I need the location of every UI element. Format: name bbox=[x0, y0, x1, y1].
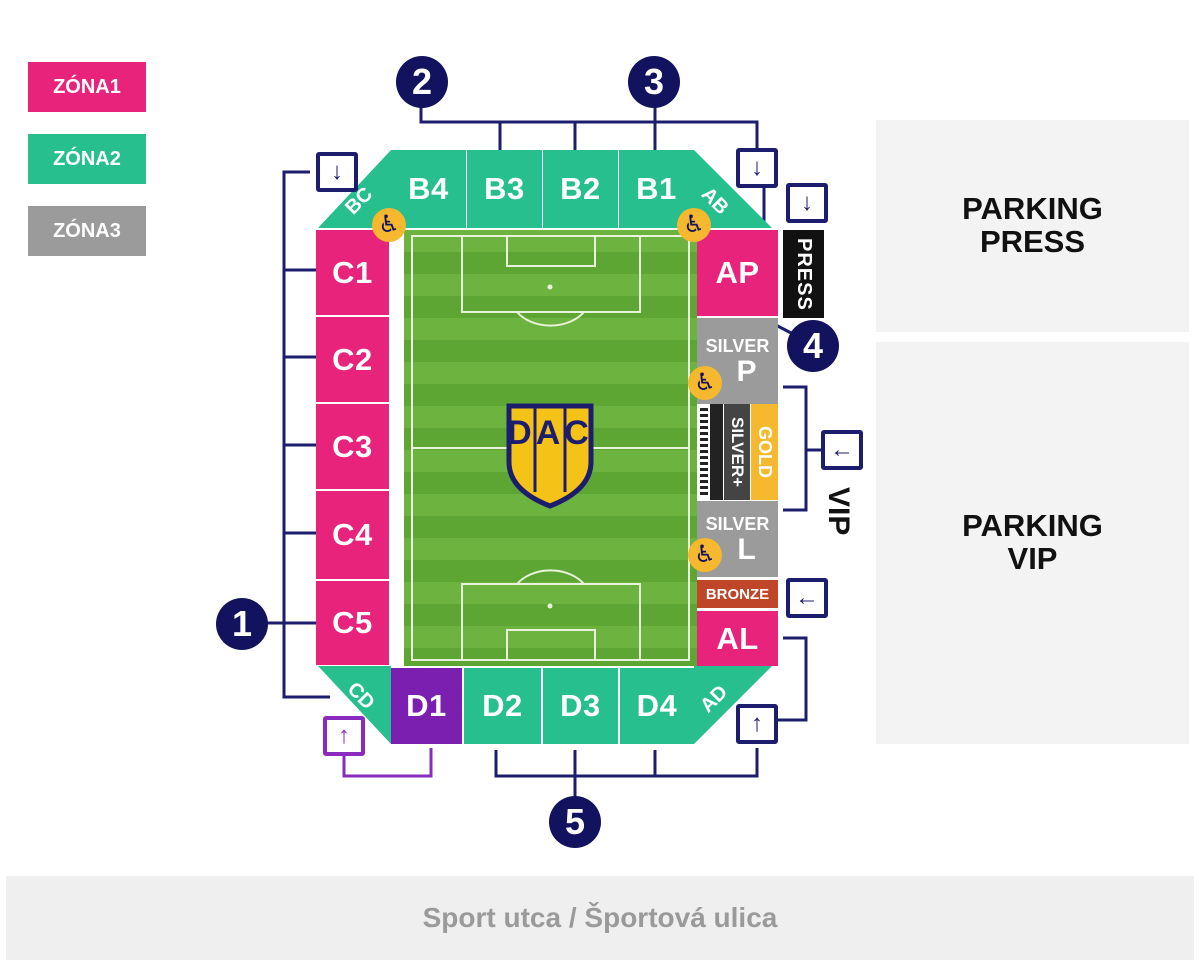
entry-arrow-icon[interactable]: ← bbox=[821, 430, 863, 470]
entry-arrow-icon[interactable]: ↑ bbox=[736, 704, 778, 744]
section-d2[interactable]: D2 bbox=[464, 668, 541, 744]
gate-3[interactable]: 3 bbox=[628, 56, 680, 108]
entry-arrow-icon[interactable]: ↓ bbox=[736, 148, 778, 188]
section-c5[interactable]: C5 bbox=[316, 581, 389, 665]
vip-seats-dark bbox=[710, 404, 723, 500]
wheelchair-icon: ♿ bbox=[688, 538, 722, 572]
section-ab[interactable] bbox=[694, 150, 774, 230]
section-b2[interactable]: B2 bbox=[543, 150, 618, 228]
club-crest-text: DAC bbox=[507, 414, 593, 452]
section-al[interactable]: AL bbox=[697, 611, 778, 666]
section-press[interactable]: PRESS bbox=[783, 230, 824, 318]
gate-1[interactable]: 1 bbox=[216, 598, 268, 650]
wheelchair-icon: ♿ bbox=[372, 208, 406, 242]
section-b4[interactable]: B4 bbox=[391, 150, 466, 228]
parking-press[interactable]: PARKING PRESS bbox=[876, 120, 1189, 332]
section-c2[interactable]: C2 bbox=[316, 317, 389, 402]
gate-4[interactable]: 4 bbox=[787, 320, 839, 372]
section-silver-l-bottom: L bbox=[737, 532, 756, 566]
wheelchair-icon: ♿ bbox=[677, 208, 711, 242]
section-silver-p-top: SILVER bbox=[705, 335, 770, 356]
entry-arrow-icon[interactable]: ↓ bbox=[786, 183, 828, 223]
section-d4[interactable]: D4 bbox=[620, 668, 694, 744]
legend-zone1: ZÓNA1 bbox=[28, 62, 146, 112]
section-gold-label: GOLD bbox=[755, 426, 775, 478]
section-press-label: PRESS bbox=[793, 237, 815, 311]
entry-arrow-icon[interactable]: ← bbox=[786, 578, 828, 618]
vip-seats-stripe bbox=[700, 408, 708, 496]
section-c3[interactable]: C3 bbox=[316, 404, 389, 489]
parking-vip[interactable]: PARKING VIP bbox=[876, 342, 1189, 744]
parking-press-line1: PARKING bbox=[962, 191, 1103, 227]
street-label: Sport utca / Športová ulica bbox=[6, 876, 1194, 960]
section-silver-plus[interactable]: SILVER+ bbox=[724, 404, 750, 500]
section-c4[interactable]: C4 bbox=[316, 491, 389, 579]
parking-vip-line2: VIP bbox=[1007, 541, 1058, 576]
gate-5[interactable]: 5 bbox=[549, 796, 601, 848]
section-silver-p-bottom: P bbox=[736, 354, 757, 388]
entry-arrow-icon[interactable]: ↓ bbox=[316, 152, 358, 192]
section-silver-plus-label: SILVER+ bbox=[728, 416, 747, 488]
gate-2[interactable]: 2 bbox=[396, 56, 448, 108]
section-bronze[interactable]: BRONZE bbox=[697, 580, 778, 608]
section-d1[interactable]: D1 bbox=[391, 668, 462, 744]
club-crest-icon: DAC bbox=[505, 400, 595, 510]
section-gold[interactable]: GOLD bbox=[751, 404, 778, 500]
section-d3[interactable]: D3 bbox=[543, 668, 618, 744]
section-silver-l-top: SILVER bbox=[705, 513, 770, 534]
section-b3[interactable]: B3 bbox=[467, 150, 542, 228]
legend-zone2: ZÓNA2 bbox=[28, 134, 146, 184]
parking-vip-line1: PARKING bbox=[962, 508, 1103, 544]
legend-zone3: ZÓNA3 bbox=[28, 206, 146, 256]
wheelchair-icon: ♿ bbox=[688, 366, 722, 400]
section-ap[interactable]: AP bbox=[697, 230, 778, 316]
entry-arrow-icon[interactable]: ↑ bbox=[323, 716, 365, 756]
section-silver-l[interactable]: SILVER L bbox=[697, 501, 778, 577]
section-ad[interactable] bbox=[694, 666, 774, 746]
vip-label: VIP bbox=[822, 486, 855, 536]
section-cd[interactable] bbox=[316, 666, 391, 746]
parking-press-line2: PRESS bbox=[979, 224, 1086, 259]
section-c1[interactable]: C1 bbox=[316, 230, 389, 315]
